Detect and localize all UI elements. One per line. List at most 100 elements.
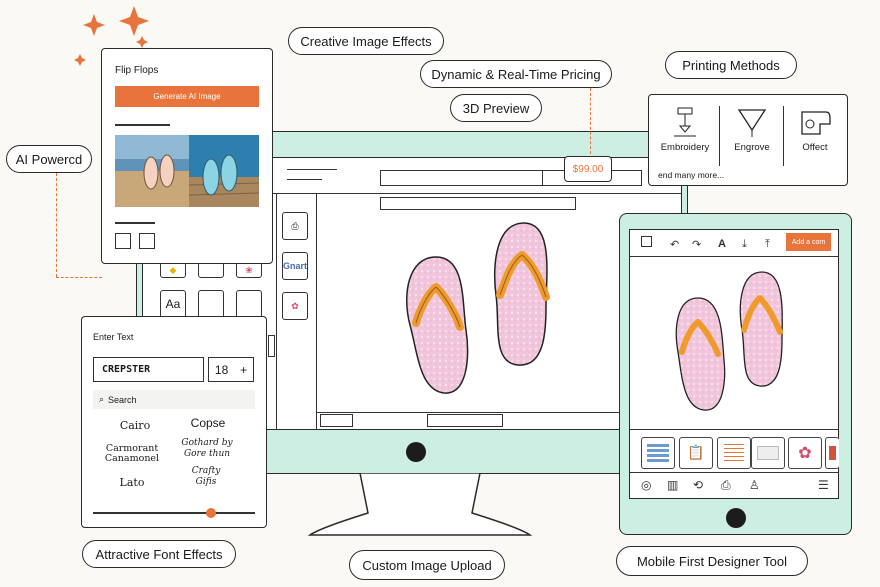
- monitor-power-button[interactable]: [406, 442, 426, 462]
- ai-option-checkbox[interactable]: [139, 233, 155, 249]
- sidebar-tile-image[interactable]: [198, 262, 224, 278]
- image-icon: [829, 446, 836, 460]
- mobile-toolbar-divider: [629, 256, 839, 257]
- diamond-icon: ◆: [169, 264, 177, 275]
- option-field[interactable]: [380, 197, 576, 210]
- callout-creative-image-effects: Creative Image Effects: [288, 27, 444, 55]
- method-embroidery[interactable]: Embroidery: [652, 106, 718, 186]
- generate-ai-image-button[interactable]: Generate AI Image: [115, 86, 259, 107]
- flip-flop-pair-mobile: [675, 271, 783, 411]
- sidebar-tile-sticker[interactable]: ❀: [236, 262, 262, 278]
- ai-card-divider: [115, 124, 170, 126]
- text-editor-panel: [81, 316, 267, 528]
- mobile-asset-tile[interactable]: [717, 437, 751, 469]
- upload-icon[interactable]: ⤒: [765, 238, 770, 250]
- monitor-stand: [307, 473, 533, 536]
- sidebar-tile-flower[interactable]: ✿: [282, 292, 308, 320]
- ai-option-checkbox[interactable]: [115, 233, 131, 249]
- callout-3d-preview: 3D Preview: [450, 94, 542, 122]
- print-icon[interactable]: ⎙: [721, 478, 731, 492]
- text-panel-title: Enter Text: [93, 332, 134, 342]
- font-option-cormorant[interactable]: Carmorant Canamonel: [104, 443, 160, 465]
- select-icon[interactable]: [641, 236, 652, 247]
- menu-line: [287, 169, 337, 170]
- flower-icon: ✿: [291, 300, 299, 311]
- callout-dynamic-pricing: Dynamic & Real-Time Pricing: [420, 60, 612, 88]
- refresh-icon[interactable]: ⟲: [693, 478, 704, 492]
- font-option-gothard[interactable]: Gothard by Gore thun: [181, 438, 233, 459]
- mobile-home-button[interactable]: [726, 508, 746, 528]
- mobile-asset-tile[interactable]: [641, 437, 675, 469]
- clipboard-icon: 📋: [687, 444, 705, 460]
- flip-flop-pair-large: [406, 222, 550, 394]
- increase-size-button[interactable]: +: [240, 362, 248, 377]
- text-input[interactable]: CREPSTER: [93, 357, 204, 382]
- sidebar-divider: [276, 193, 277, 430]
- method-engrave[interactable]: Engrove: [719, 106, 785, 186]
- redo-icon[interactable]: ↷: [692, 239, 702, 251]
- sidebar-divider: [316, 193, 317, 430]
- list-icon: [724, 444, 744, 462]
- more-methods-text: end many more...: [658, 170, 725, 180]
- header-divider: [142, 193, 682, 194]
- sidebar-tile-clipart[interactable]: [236, 290, 262, 318]
- ai-card-title: Flip Flops: [115, 65, 159, 76]
- footer-divider: [316, 412, 682, 413]
- callout-image-upload: Custom Image Upload: [349, 550, 505, 580]
- ai-card-divider: [115, 222, 155, 224]
- sidebar-tile-brand[interactable]: Gnart: [282, 252, 308, 280]
- engrave-tool-icon: [737, 109, 767, 137]
- mobile-asset-tile[interactable]: [825, 437, 839, 469]
- font-size-stepper[interactable]: 18 +: [208, 357, 254, 382]
- sidebar-tile-print[interactable]: ⎙: [282, 212, 308, 240]
- stripes-icon: [647, 444, 669, 462]
- sidebar-tile-art[interactable]: [198, 290, 224, 318]
- method-offset[interactable]: Offect: [782, 106, 848, 186]
- divider: [719, 106, 720, 166]
- callout-printing-methods: Printing Methods: [665, 51, 797, 79]
- text-tool-icon[interactable]: A: [718, 238, 726, 250]
- font-option-cairo[interactable]: Cairo: [119, 419, 151, 432]
- sticker-icon: ❀: [245, 264, 253, 275]
- ai-generated-image: [115, 135, 259, 207]
- size-slider-thumb[interactable]: [206, 508, 216, 518]
- search-icon: ⌕: [99, 394, 105, 404]
- sidebar-collapse-handle[interactable]: [268, 335, 275, 357]
- mobile-asset-tile[interactable]: [751, 437, 785, 469]
- target-icon[interactable]: ◎: [641, 478, 652, 492]
- printer-icon: ⎙: [291, 220, 299, 231]
- flower-icon: ✿: [798, 445, 812, 462]
- mobile-bottom-divider: [629, 472, 839, 473]
- sewing-machine-icon: [801, 111, 831, 135]
- menu-icon[interactable]: ☰: [818, 478, 829, 492]
- callout-font-effects: Attractive Font Effects: [82, 540, 236, 568]
- add-to-cart-button[interactable]: Add a com: [786, 233, 831, 251]
- font-search-input[interactable]: ⌕ Search: [93, 390, 255, 409]
- mobile-asset-tile[interactable]: 📋: [679, 437, 713, 469]
- menu-line: [287, 179, 322, 180]
- download-icon[interactable]: ⤓: [742, 238, 747, 250]
- name-field[interactable]: [380, 170, 544, 186]
- sidebar-tile-text[interactable]: Aa: [160, 290, 186, 318]
- price-tag: $99.00: [564, 156, 612, 182]
- mobile-asset-tile[interactable]: ✿: [788, 437, 822, 469]
- embroidery-machine-icon: [674, 107, 696, 137]
- user-icon[interactable]: ♙: [749, 478, 760, 492]
- undo-icon[interactable]: ↶: [670, 239, 680, 251]
- connector-ai: [56, 173, 57, 277]
- sidebar-tile-shape[interactable]: ◆: [160, 262, 186, 278]
- sparkles-icon: [74, 6, 149, 66]
- font-option-crafty[interactable]: Crafty Gifis: [191, 466, 221, 487]
- font-option-copse[interactable]: Copse: [190, 416, 226, 430]
- layers-icon[interactable]: ▥: [667, 478, 679, 492]
- divider: [783, 106, 784, 166]
- callout-mobile-first: Mobile First Designer Tool: [616, 546, 808, 576]
- connector-ai: [56, 277, 102, 278]
- footer-button[interactable]: [320, 414, 353, 427]
- size-slider-track[interactable]: [93, 512, 255, 514]
- callout-ai-powered: AI Powercd: [6, 145, 92, 173]
- footer-button[interactable]: [427, 414, 503, 427]
- font-option-lato[interactable]: Lato: [119, 476, 145, 489]
- printing-methods-card: [648, 94, 848, 186]
- connector-pricing: [590, 88, 591, 154]
